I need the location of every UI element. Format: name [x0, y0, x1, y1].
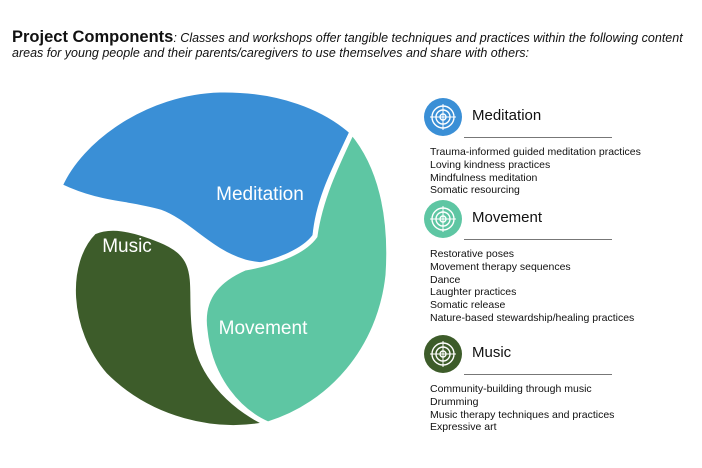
list-item: Community-building through music — [430, 383, 592, 395]
section-divider — [464, 374, 612, 375]
page-title: Project Components — [12, 28, 174, 46]
section-music: Music Community-building through music D… — [424, 335, 694, 434]
section-list: Community-building through music Drummin… — [430, 383, 694, 434]
list-item: Dance — [430, 273, 461, 286]
music-target-icon — [424, 335, 462, 373]
section-meditation: Meditation Trauma-informed guided medita… — [424, 98, 694, 197]
list-item: Movement therapy sequences — [430, 260, 571, 273]
section-header: Movement — [424, 200, 694, 240]
label-meditation: Meditation — [216, 184, 304, 205]
list-item: Nature-based stewardship/healing practic… — [430, 311, 635, 324]
label-movement: Movement — [219, 318, 308, 339]
movement-target-icon — [424, 200, 462, 238]
section-list: Restorative poses Movement therapy seque… — [430, 248, 694, 325]
page-header: Project Components: Classes and workshop… — [12, 28, 692, 61]
list-item: Laughter practices — [430, 286, 517, 299]
section-divider — [464, 137, 612, 138]
page-description: : Classes and workshops offer tangible t… — [12, 31, 683, 60]
list-item: Drumming — [430, 395, 479, 408]
list-item: Loving kindness practices — [430, 158, 551, 171]
segment-movement — [201, 129, 392, 427]
section-list: Trauma-informed guided meditation practi… — [430, 146, 694, 197]
list-item: Restorative poses — [430, 248, 515, 260]
section-title: Meditation — [472, 107, 542, 124]
section-movement: Movement Restorative poses Movement ther… — [424, 200, 694, 325]
section-title: Movement — [472, 209, 543, 226]
section-header: Music — [424, 335, 694, 375]
list-item: Mindfulness meditation — [430, 171, 538, 184]
list-item: Expressive art — [430, 421, 497, 434]
meditation-target-icon — [424, 98, 462, 136]
list-item: Music therapy techniques and practices — [430, 408, 615, 421]
list-item: Somatic resourcing — [430, 184, 520, 197]
section-header: Meditation — [424, 98, 694, 138]
label-music: Music — [102, 236, 152, 257]
section-divider — [464, 239, 612, 240]
list-item: Trauma-informed guided meditation practi… — [430, 146, 641, 158]
list-item: Somatic release — [430, 299, 506, 312]
section-title: Music — [472, 344, 512, 361]
